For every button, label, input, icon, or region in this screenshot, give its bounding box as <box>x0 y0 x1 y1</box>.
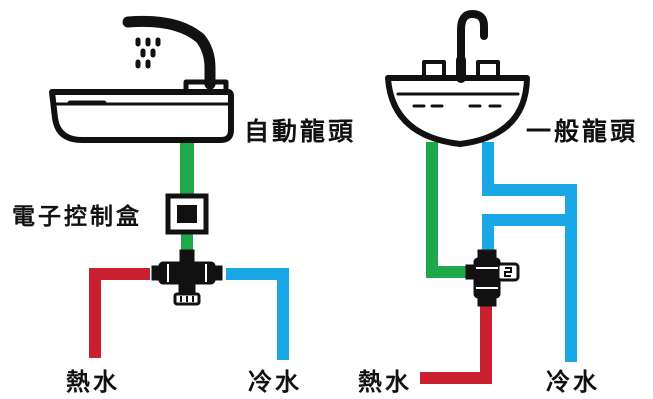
right-cold-water-pipe-branch <box>482 214 571 256</box>
regular-faucet-label: 一般龍頭 <box>526 117 639 146</box>
left-mixed-water-pipe-lower <box>181 231 193 255</box>
left-mixed-water-pipe <box>180 142 194 198</box>
sensor-faucet-sink-icon <box>49 15 234 143</box>
right-tee-valve-icon <box>465 249 520 307</box>
left-cold-water-pipe <box>226 268 289 360</box>
left-hot-water-label: 熱水 <box>66 368 120 396</box>
right-cold-water-label: 冷水 <box>546 368 600 396</box>
control-box-icon <box>165 193 209 235</box>
auto-faucet-label: 自動龍頭 <box>244 117 357 146</box>
right-cold-water-pipe-upper <box>482 142 577 362</box>
right-mixed-water-pipe <box>426 142 472 278</box>
right-hot-water-pipe <box>420 306 492 384</box>
left-hot-water-pipe <box>89 268 150 358</box>
left-cold-water-label: 冷水 <box>248 368 302 396</box>
right-hot-water-label: 熱水 <box>358 368 412 396</box>
controller-box-label: 電子控制盒 <box>12 204 142 230</box>
standard-faucet-sink-icon <box>385 10 530 147</box>
left-tee-valve-icon <box>151 249 223 306</box>
